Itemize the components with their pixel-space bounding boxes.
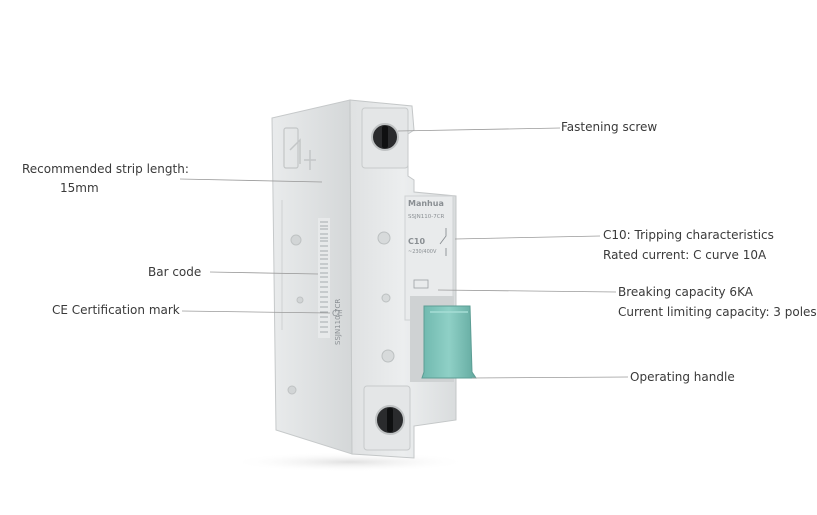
label-strip-length-line1: Recommended strip length: (22, 162, 189, 176)
ce-mark-icon: CE (332, 309, 343, 318)
front-hole-1 (377, 231, 391, 245)
label-tripping-line2: Rated current: C curve 10A (603, 248, 767, 262)
leader-ce-mark (181, 310, 331, 314)
label-breaking-line1: Breaking capacity 6KA (618, 285, 753, 299)
model-text: SSJN110-7CR (408, 214, 445, 220)
leader-strip-length (179, 178, 323, 183)
label-operating-handle: Operating handle (630, 370, 735, 384)
voltage-text: ~230/400V (408, 249, 437, 255)
leader-breaking (437, 289, 617, 293)
front-hole-3 (381, 349, 395, 363)
label-bar-code: Bar code (148, 265, 202, 279)
side-rivet-3 (287, 385, 297, 395)
label-fastening-screw: Fastening screw (561, 120, 658, 134)
circuit-breaker-illustration: SSJN110-7CR CE Manhua SSJN110-7CR C10 ~2… (179, 99, 629, 472)
side-emboss-1 (283, 127, 299, 169)
side-rivet-1 (290, 234, 302, 246)
side-emboss-symbol (289, 138, 316, 170)
capacity-badge-icon (413, 279, 429, 289)
label-tripping-line1: C10: Tripping characteristics (603, 228, 774, 242)
leader-fastening-screw (397, 127, 561, 132)
leader-operating-handle (471, 376, 629, 379)
side-rivet-2 (296, 296, 304, 304)
leader-lines (179, 127, 629, 379)
side-model-text: SSJN110-7CR (334, 299, 342, 345)
leader-tripping (454, 235, 601, 240)
front-hole-2 (381, 293, 391, 303)
switch-symbol-icon (439, 228, 447, 256)
screw-slot-top (382, 126, 388, 148)
rating-text: C10 (408, 237, 425, 246)
label-breaking-line2: Current limiting capacity: 3 poles (618, 305, 817, 319)
brand-text: Manhua (408, 199, 444, 208)
svg-text:CE: CE (332, 309, 343, 318)
screw-slot-bottom (387, 408, 393, 432)
product-diagram: SSJN110-7CR CE Manhua SSJN110-7CR C10 ~2… (22, 99, 817, 472)
label-ce-mark: CE Certification mark (52, 303, 180, 317)
leader-bar-code (209, 271, 319, 275)
bar-code (318, 218, 330, 338)
label-strip-length-line2: 15mm (60, 181, 99, 195)
floor-shadow (230, 452, 470, 472)
operating-handle (421, 305, 477, 379)
